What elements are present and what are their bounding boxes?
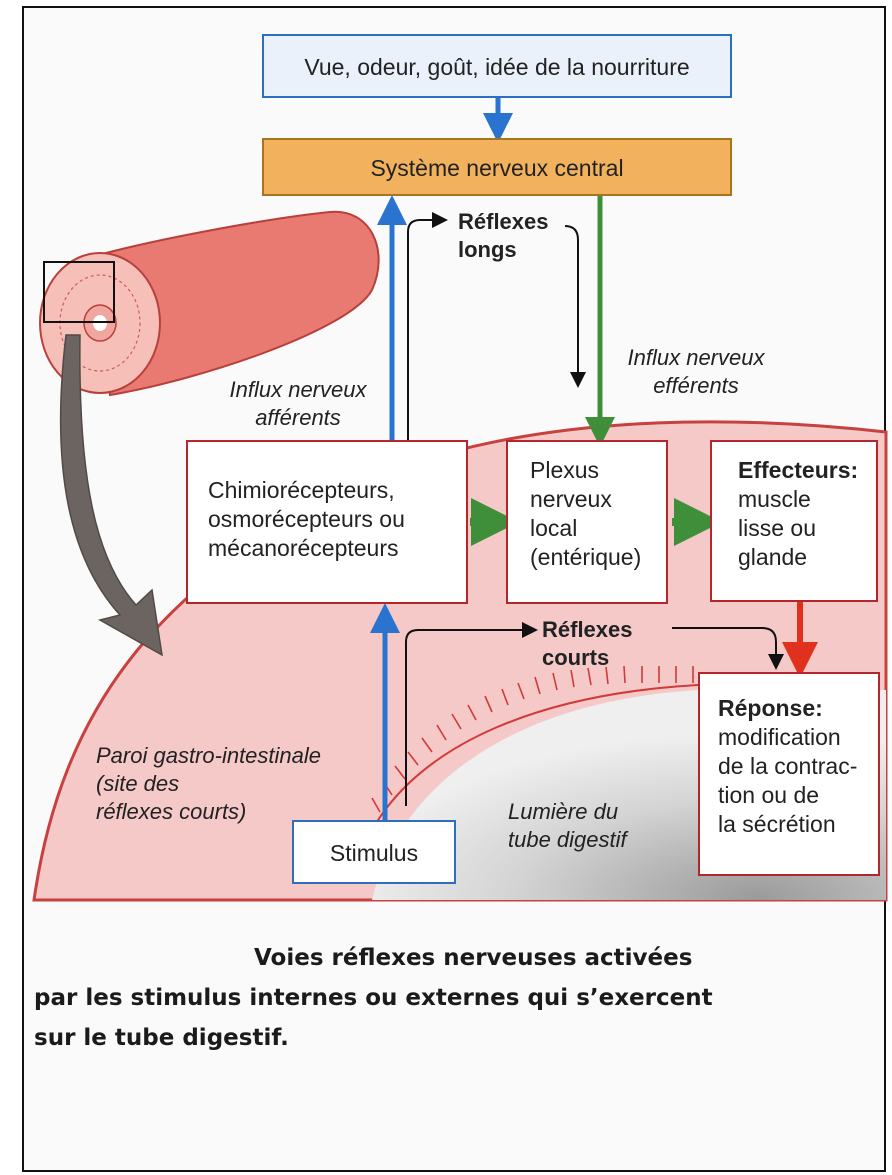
response-line-4: la sécrétion <box>718 810 878 839</box>
caption-line-1: Voies réflexes nerveuses activées <box>34 938 834 978</box>
effectors-title: Effecteurs: <box>738 456 876 485</box>
effectors-box: Effecteurs: muscle lisse ou glande <box>710 440 878 602</box>
caption-line-2: par les stimulus internes ou externes qu… <box>34 978 834 1018</box>
cns-text: Système nerveux central <box>370 155 623 181</box>
afferent-label: Influx nerveux afférents <box>212 376 384 432</box>
response-line-2: de la contrac- <box>718 752 878 781</box>
efferent-label: Influx nerveux efférents <box>612 344 780 400</box>
receptors-line-2: osmorécepteurs ou <box>208 505 466 534</box>
long-reflex-path-left <box>408 220 440 440</box>
plexus-line-2: nerveux <box>530 485 666 514</box>
wall-label: Paroi gastro-intestinale (site des réfle… <box>96 742 321 826</box>
effectors-line-2: lisse ou <box>738 514 876 543</box>
stimulus-box: Stimulus <box>292 820 456 884</box>
senses-box: Vue, odeur, goût, idée de la nourriture <box>262 34 732 98</box>
response-line-3: tion ou de <box>718 781 878 810</box>
plexus-line-3: local <box>530 514 666 543</box>
figure-caption: Voies réflexes nerveuses activées par le… <box>34 938 834 1058</box>
caption-line-3: sur le tube digestif. <box>34 1018 834 1058</box>
response-title: Réponse: <box>718 694 878 723</box>
receptors-box: Chimiorécepteurs, osmorécepteurs ou méca… <box>186 440 468 604</box>
receptors-line-3: mécanorécepteurs <box>208 534 466 563</box>
plexus-line-4: (entérique) <box>530 543 666 572</box>
long-reflexes-label: Réflexes longs <box>458 208 549 264</box>
lumen-label: Lumière du tube digestif <box>508 798 627 854</box>
cns-box: Système nerveux central <box>262 138 732 196</box>
long-reflex-path-right <box>565 226 578 380</box>
stimulus-text: Stimulus <box>330 840 418 866</box>
effectors-line-3: glande <box>738 543 876 572</box>
effectors-line-1: muscle <box>738 485 876 514</box>
response-line-1: modification <box>718 723 878 752</box>
short-reflexes-label: Réflexes courts <box>542 616 633 672</box>
senses-text: Vue, odeur, goût, idée de la nourriture <box>304 54 689 80</box>
receptors-line-1: Chimiorécepteurs, <box>208 476 466 505</box>
plexus-line-1: Plexus <box>530 456 666 485</box>
intestine-illustration <box>40 212 379 395</box>
response-box: Réponse: modification de la contrac- tio… <box>698 672 880 876</box>
plexus-box: Plexus nerveux local (entérique) <box>506 440 668 604</box>
